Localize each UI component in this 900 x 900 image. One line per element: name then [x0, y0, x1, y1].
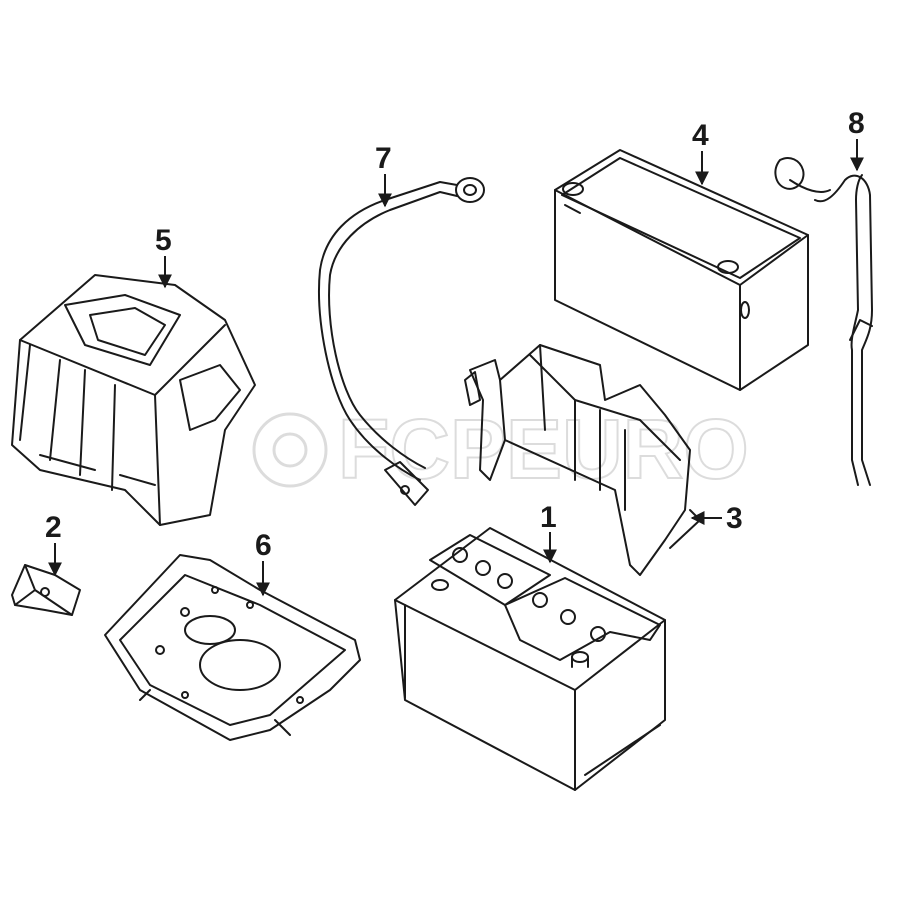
part-3-tray[interactable] [464, 344, 701, 576]
callout-4-label: 4 [692, 119, 709, 152]
callout-7: 7 [375, 142, 392, 208]
callout-6: 6 [255, 529, 272, 597]
callout-1: 1 [540, 501, 557, 564]
callout-2: 2 [45, 511, 62, 577]
part-7-cable[interactable] [318, 177, 485, 506]
callout-5: 5 [155, 224, 172, 289]
callout-3-label: 3 [726, 502, 743, 535]
part-5-cover[interactable] [11, 274, 256, 526]
callout-7-label: 7 [375, 142, 392, 175]
part-8-cable[interactable] [774, 157, 873, 486]
part-1-battery[interactable] [394, 527, 666, 791]
callout-8: 8 [848, 107, 865, 172]
callout-2-label: 2 [45, 511, 62, 544]
callout-3: 3 [690, 502, 743, 535]
callout-1-label: 1 [540, 501, 557, 534]
part-2-clamp[interactable] [11, 564, 81, 616]
callout-6-label: 6 [255, 529, 272, 562]
callout-8-label: 8 [848, 107, 865, 140]
part-4-battery-top[interactable] [554, 149, 809, 391]
callout-4: 4 [692, 119, 709, 186]
callout-5-label: 5 [155, 224, 172, 257]
part-6-base[interactable] [104, 554, 361, 741]
